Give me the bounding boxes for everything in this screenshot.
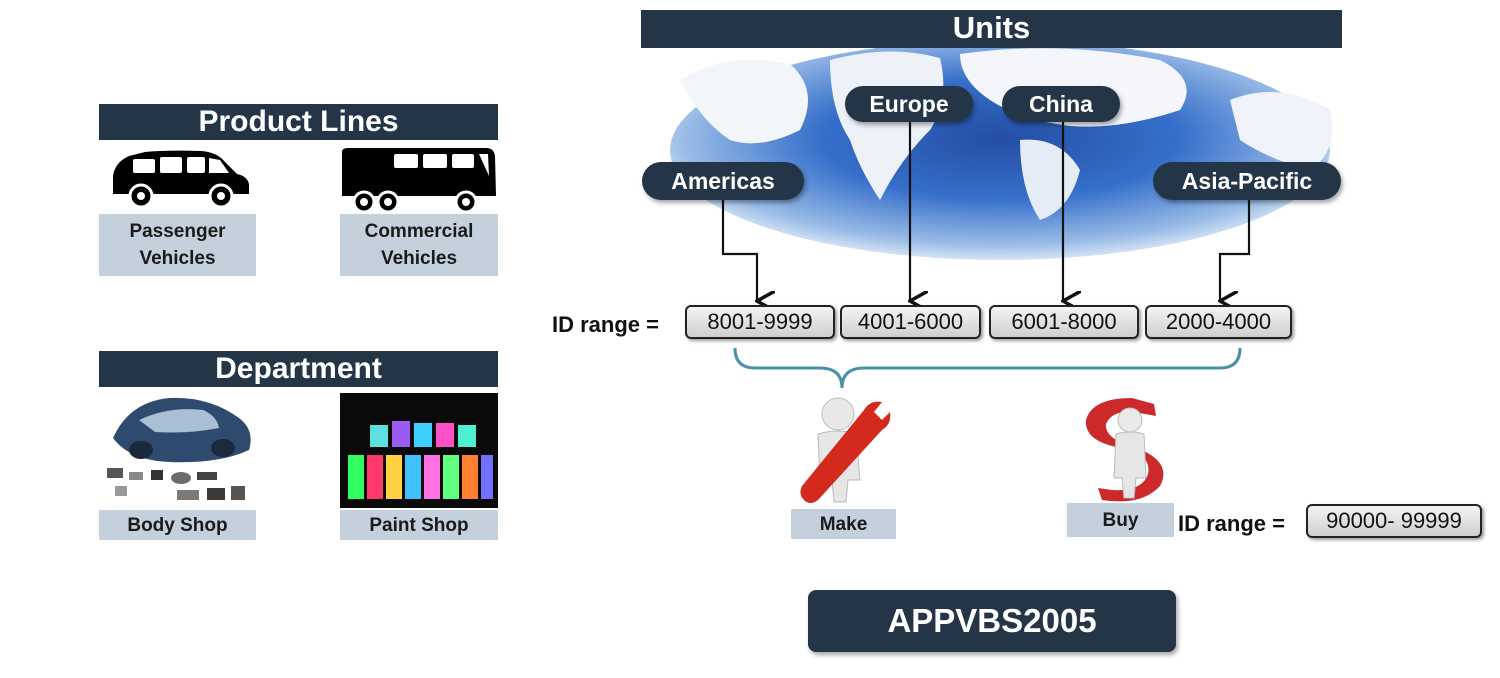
region-europe: Europe	[845, 86, 973, 122]
passenger-label-line1: Passenger	[129, 221, 226, 242]
region-asia-pacific: Asia-Pacific	[1153, 162, 1341, 200]
paint-bottles-icon	[340, 393, 498, 508]
unit-id-range-label: ID range =	[552, 312, 659, 337]
make-label: Make	[791, 509, 896, 539]
car-parts-icon	[99, 390, 256, 508]
minivan-icon	[113, 150, 249, 209]
id-range-asia-pacific: 2000-4000	[1145, 305, 1292, 339]
passenger-vehicles-label: Passenger Vehicles	[99, 214, 256, 276]
passenger-label-line2: Vehicles	[139, 248, 216, 269]
units-header: Units	[641, 10, 1342, 48]
id-range-china: 6001-8000	[989, 305, 1139, 339]
commercial-vehicles-label: Commercial Vehicles	[340, 214, 498, 276]
id-range-buy: 90000- 99999	[1306, 504, 1482, 538]
id-range-americas: 8001-9999	[685, 305, 835, 339]
buy-id-range-label: ID range =	[1178, 511, 1285, 536]
paint-shop-label: Paint Shop	[340, 510, 498, 540]
world-map-icon	[670, 40, 1333, 260]
app-code-banner: APPVBS2005	[808, 590, 1176, 652]
wrench-person-icon	[800, 397, 891, 503]
bus-icon	[342, 148, 496, 214]
commercial-label-line1: Commercial	[364, 221, 474, 242]
buy-label: Buy	[1067, 503, 1174, 537]
id-range-europe: 4001-6000	[840, 305, 981, 339]
product-lines-header: Product Lines	[99, 104, 498, 140]
region-americas: Americas	[642, 162, 804, 200]
commercial-label-line2: Vehicles	[380, 248, 458, 269]
body-shop-label: Body Shop	[99, 510, 256, 540]
range-bracket	[733, 347, 1242, 389]
region-china: China	[1002, 86, 1120, 122]
department-header: Department	[99, 351, 498, 387]
dollar-person-icon	[1085, 398, 1164, 502]
